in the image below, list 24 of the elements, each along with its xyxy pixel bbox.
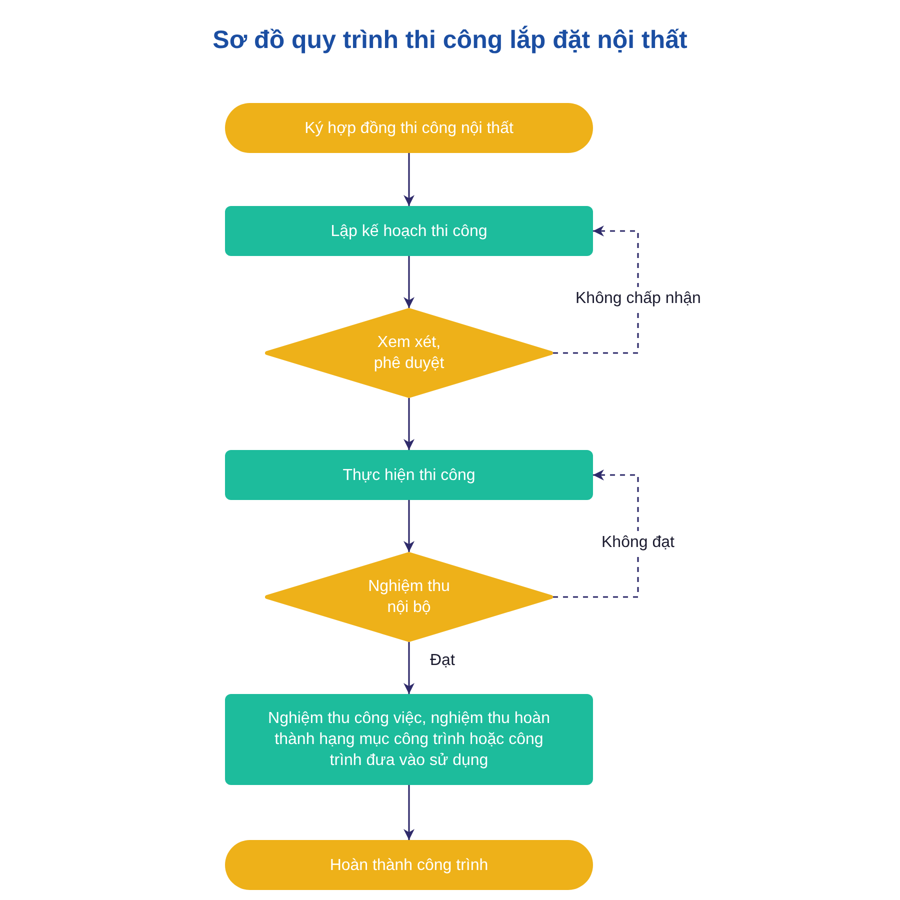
step-label: Lập kế hoạch thi công — [330, 222, 488, 242]
process-box — [225, 206, 593, 256]
arrow — [404, 642, 414, 694]
arrow — [404, 256, 414, 308]
dashed-arrow — [553, 470, 639, 598]
terminal-pill — [225, 103, 593, 153]
step-label: Xem xét, phê duyệt — [372, 333, 446, 374]
step-label: Nghiệm thu nội bộ — [367, 577, 451, 618]
edge-label: Không chấp nhận — [576, 287, 701, 311]
dashed-arrow — [553, 226, 639, 354]
terminal-pill — [225, 840, 593, 890]
diagram-title: Sơ đồ quy trình thi công lắp đặt nội thất — [212, 26, 688, 54]
step-label: Ký hợp đồng thi công nội thất — [304, 118, 514, 138]
process-box — [225, 450, 593, 500]
arrow — [404, 398, 414, 450]
arrow — [404, 153, 414, 206]
process-box — [225, 694, 593, 785]
step-label: Nghiệm thu công việc, nghiệm thu hoàn thành hạng mục công trình hoặc công trình đưa vào sử dụng — [267, 709, 551, 771]
arrow — [404, 785, 414, 840]
edge-label: Đạt — [430, 651, 455, 671]
edge-label: Không đạt — [602, 531, 674, 555]
step-label: Thực hiện thi công — [342, 466, 476, 486]
arrow — [404, 500, 414, 552]
step-label: Hoàn thành công trình — [330, 856, 488, 876]
